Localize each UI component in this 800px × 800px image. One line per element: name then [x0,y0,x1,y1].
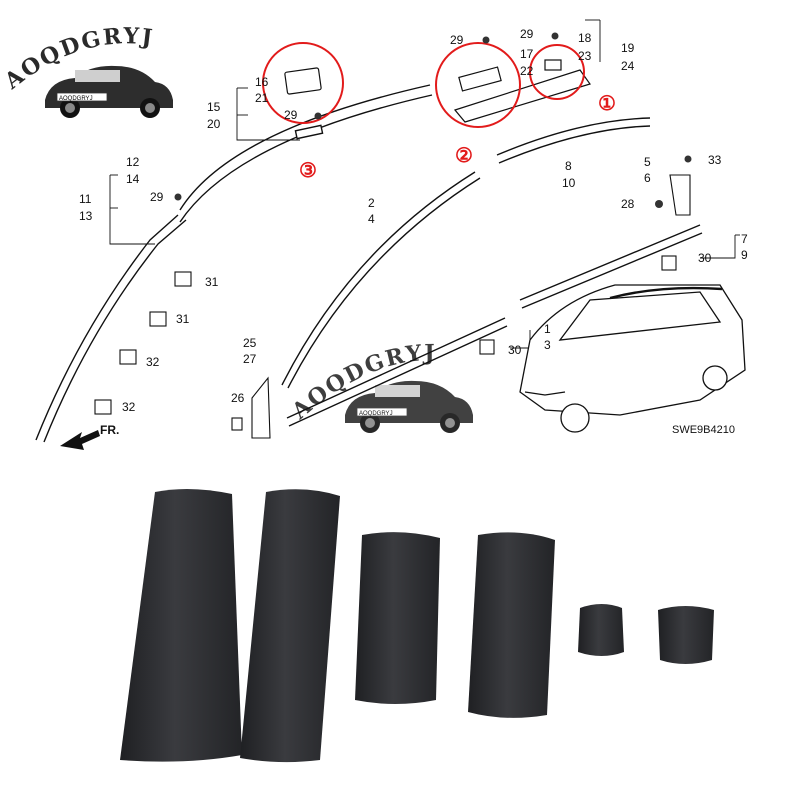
label-29: 29 [284,108,298,122]
label-13: 13 [79,209,93,223]
long-cap-1 [120,488,242,762]
label-23: 23 [578,49,592,63]
suv-illustration [519,284,746,433]
label-29: 29 [450,33,464,47]
label-21: 21 [255,91,269,105]
callout-circle-1 [529,44,585,100]
label-11: 11 [79,192,92,206]
label-14: 14 [126,172,140,186]
label-24: 24 [621,59,635,73]
label-27: 27 [243,352,257,366]
label-31: 31 [176,312,190,326]
label-1: 1 [544,322,551,336]
cap-photo-row [120,488,714,763]
label-4: 4 [368,212,375,226]
car-logo-icon: AOQDGRYJ [45,65,173,118]
label-22: 22 [520,64,534,78]
pillar-molding [281,171,481,389]
callout-circle-3 [262,42,344,124]
callout-circles [262,42,585,128]
label-8: 8 [565,159,572,173]
nut-icons [174,32,692,208]
car-logo-icon-2: AOQDGRYJ [345,380,473,433]
small-cap-2 [658,606,714,664]
front-arrow-icon [60,430,100,450]
label-33: 33 [708,153,722,167]
label-19: 19 [621,41,635,55]
door-moldings [286,224,703,427]
label-2: 2 [368,196,375,210]
label-30: 30 [698,251,712,265]
label-32: 32 [122,400,136,414]
cap-part-16 [284,67,322,95]
label-10: 10 [562,176,576,190]
label-28: 28 [621,197,635,211]
callout-label-1: ① [598,93,616,115]
watermark-plate-text: AOQDGRYJ [59,96,93,102]
label-9: 9 [741,248,748,262]
medium-cap-2 [468,532,555,718]
small-cap-1 [578,604,624,656]
label-7: 7 [741,232,748,246]
label-25: 25 [243,336,257,350]
watermark-top-left: AOQDGRYJ AOQDGRYJ [0,23,173,118]
label-17: 17 [520,47,534,61]
label-6: 6 [644,171,651,185]
label-31: 31 [205,275,219,289]
label-29: 29 [520,27,534,41]
label-3: 3 [544,338,551,352]
label-32: 32 [146,355,160,369]
long-cap-2 [240,489,340,763]
label-20: 20 [207,117,221,131]
clip-assembly [453,59,591,123]
watermark-center: AOQDGRYJ AOQDGRYJ [286,340,473,433]
watermark-plate-text-2: AOQDGRYJ [359,411,393,417]
side-clips [94,174,691,439]
label-30: 30 [508,343,522,357]
long-roof-molding [35,84,433,443]
label-26: 26 [231,391,245,405]
part-labels: 29 29 17 22 18 23 19 24 16 21 29 15 20 1… [79,27,748,414]
front-arrow-label: FR. [100,423,119,437]
label-18: 18 [578,31,592,45]
callout-label-3: ③ [299,160,317,182]
diagram-code: SWE9B4210 [672,424,735,436]
callout-circle-2 [435,42,521,128]
label-5: 5 [644,155,651,169]
label-16: 16 [255,75,269,89]
rear-roof-molding [496,117,651,164]
label-12: 12 [126,155,140,169]
medium-cap-1 [355,532,440,704]
callout-label-2: ② [455,145,473,167]
label-15: 15 [207,100,221,114]
leader-lines [109,19,740,349]
label-29: 29 [150,190,164,204]
